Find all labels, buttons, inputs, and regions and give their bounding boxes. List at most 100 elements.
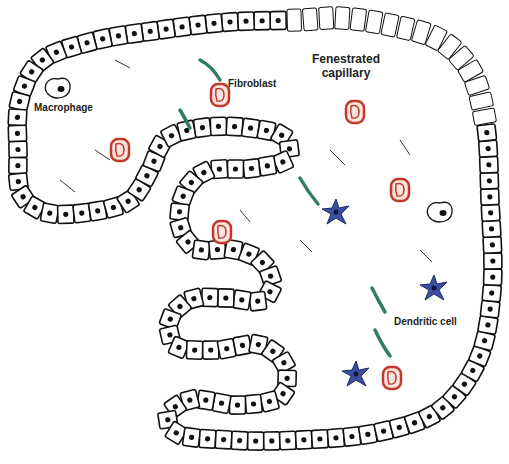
cell-nucleus bbox=[248, 125, 254, 131]
capillary-wall bbox=[111, 139, 129, 161]
macrophage-body bbox=[45, 78, 70, 98]
cell-membrane bbox=[319, 7, 334, 30]
epithelial-cell bbox=[238, 12, 255, 31]
macrophage-body bbox=[427, 202, 452, 222]
cell-nucleus bbox=[177, 209, 183, 215]
epithelial-cell bbox=[227, 160, 243, 178]
cell-nucleus bbox=[176, 303, 183, 310]
cell-nucleus bbox=[131, 31, 137, 37]
cell-nucleus bbox=[485, 146, 491, 152]
collagen-fibre bbox=[330, 150, 345, 165]
cell-nucleus bbox=[396, 424, 402, 430]
capillary-symbol bbox=[211, 84, 229, 106]
cell-membrane bbox=[287, 9, 302, 31]
epithelial-cell bbox=[482, 284, 501, 302]
epithelial-cell bbox=[243, 159, 261, 179]
epithelial-cell bbox=[254, 12, 270, 30]
cell-nucleus bbox=[125, 198, 132, 205]
cell-nucleus bbox=[28, 68, 35, 75]
cell-nucleus bbox=[476, 353, 483, 360]
cell-nucleus bbox=[200, 125, 206, 131]
cell-membrane bbox=[381, 13, 399, 37]
capillary-lumen bbox=[216, 89, 224, 102]
epithelial-cell bbox=[215, 430, 232, 449]
dendritic-cells bbox=[322, 199, 447, 386]
cell-nucleus bbox=[490, 274, 495, 279]
cell-nucleus bbox=[269, 348, 276, 355]
collagen-fibre bbox=[95, 150, 110, 160]
cell-membrane bbox=[302, 8, 318, 31]
dendritic-cell-symbol bbox=[342, 361, 369, 386]
epithelial-cell bbox=[8, 109, 27, 126]
epithelial-cell bbox=[484, 253, 502, 269]
macrophage-nucleus bbox=[440, 210, 447, 216]
epithelial-cell bbox=[280, 431, 297, 450]
cell-membrane bbox=[233, 335, 252, 356]
epithelial-cell bbox=[231, 431, 248, 450]
cell-nucleus bbox=[156, 143, 163, 150]
fibroblast-symbol bbox=[375, 330, 390, 356]
dendritic-cell-nucleus bbox=[334, 210, 339, 215]
cell-nucleus bbox=[253, 438, 258, 443]
cell-membrane bbox=[245, 394, 263, 413]
cell-membrane bbox=[483, 237, 502, 254]
epithelial-cell bbox=[484, 269, 502, 286]
cell-nucleus bbox=[167, 332, 173, 338]
cell-nucleus bbox=[151, 158, 158, 165]
cell-membrane bbox=[232, 290, 251, 310]
epithelial-cell bbox=[396, 16, 414, 40]
cell-nucleus bbox=[143, 172, 150, 179]
epithelial-cell bbox=[205, 14, 223, 33]
capillary-lumen bbox=[116, 144, 124, 157]
cell-nucleus bbox=[486, 162, 491, 167]
cell-nucleus bbox=[84, 40, 90, 46]
cell-nucleus bbox=[68, 44, 74, 50]
structure-label: Macrophage bbox=[34, 102, 93, 114]
epithelial-cell bbox=[9, 141, 27, 157]
collagen-fibre bbox=[60, 180, 75, 192]
dendritic-cell-nucleus bbox=[432, 286, 437, 291]
cell-nucleus bbox=[280, 359, 287, 366]
cell-nucleus bbox=[200, 169, 207, 176]
cell-membrane bbox=[9, 141, 27, 157]
cell-membrane bbox=[226, 117, 243, 136]
capillary-symbol bbox=[391, 179, 409, 201]
capillary-lumen bbox=[218, 226, 226, 239]
epithelial-cell bbox=[58, 205, 74, 223]
cell-nucleus bbox=[227, 19, 233, 25]
cell-membrane bbox=[480, 173, 498, 190]
epithelial-cell bbox=[319, 7, 334, 30]
cell-nucleus bbox=[216, 124, 221, 129]
cell-membrane bbox=[199, 429, 216, 448]
cell-nucleus bbox=[191, 295, 197, 301]
epithelial-cell bbox=[203, 341, 219, 359]
cell-nucleus bbox=[15, 147, 20, 152]
epithelial-cell bbox=[302, 8, 318, 31]
epithelial-cell bbox=[9, 157, 27, 173]
cell-nucleus bbox=[15, 131, 20, 136]
capillary-wall bbox=[391, 179, 409, 201]
cell-nucleus bbox=[439, 404, 446, 411]
epithelial-cell bbox=[8, 125, 26, 141]
cell-nucleus bbox=[233, 166, 238, 171]
epithelial-cell bbox=[481, 204, 500, 221]
cell-nucleus bbox=[168, 132, 175, 139]
capillary-symbol bbox=[111, 139, 129, 161]
cell-membrane bbox=[472, 108, 496, 126]
fibroblast-symbol bbox=[180, 110, 190, 128]
structure-label: Fibroblast bbox=[228, 78, 276, 90]
fibroblast-symbol bbox=[200, 60, 220, 80]
cell-membrane bbox=[40, 203, 59, 224]
epithelial-cell bbox=[311, 430, 328, 449]
cell-nucleus bbox=[481, 338, 487, 344]
cell-nucleus bbox=[163, 26, 169, 32]
cell-membrane bbox=[480, 156, 499, 173]
cell-nucleus bbox=[267, 273, 274, 280]
cell-membrane bbox=[396, 16, 414, 40]
dendritic-cell-body bbox=[420, 275, 447, 300]
epithelial-cell bbox=[248, 432, 264, 450]
epithelial-cell bbox=[365, 10, 383, 34]
